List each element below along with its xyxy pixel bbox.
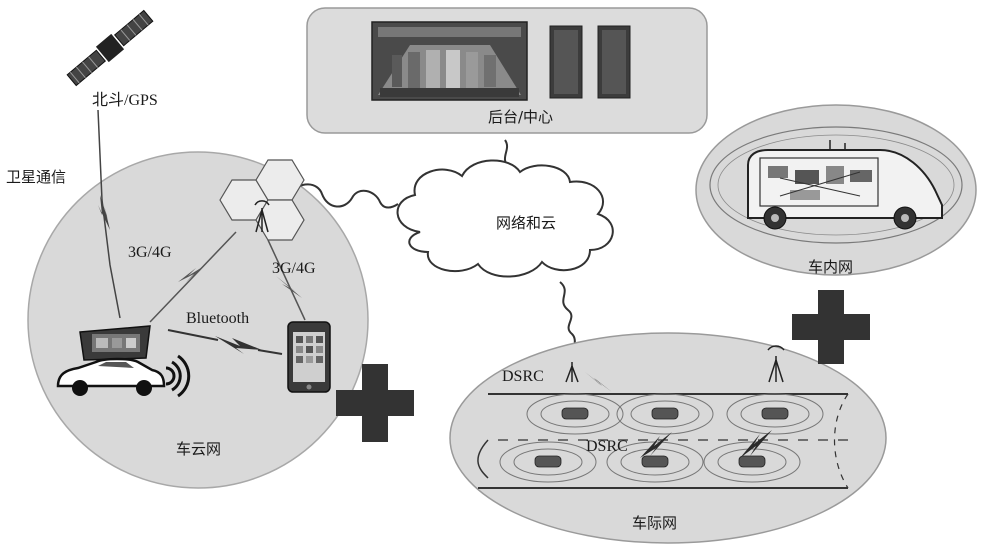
dsrc-tower-label: DSRC [502, 368, 544, 385]
plus-sign-right [792, 290, 870, 364]
dsrc-tower-right-icon [767, 345, 785, 383]
car-range-rings [499, 393, 824, 483]
beidou-gps-label: 北斗/GPS [92, 92, 158, 109]
plus-sign-left [336, 364, 414, 442]
bluetooth-label: Bluetooth [186, 310, 250, 327]
smartphone-icon [287, 321, 331, 393]
cellular-hex-cells [219, 159, 305, 241]
dsrc-v2v-label: DSRC [586, 438, 628, 455]
infotainment-screen-icon [79, 325, 151, 361]
in-vehicle-net-label: 车内网 [808, 258, 854, 276]
road-car-icons [534, 407, 789, 468]
datacenter-image [371, 21, 528, 101]
link-tower-car [149, 231, 237, 323]
satellite-icon [66, 9, 154, 87]
cloud-shape [396, 159, 614, 278]
satellite-link [97, 109, 121, 319]
v2v-signal-bolts [640, 430, 772, 458]
backend-center-label: 后台/中心 [488, 108, 554, 126]
bluetooth-link [167, 329, 283, 355]
cell-tower-icon [254, 200, 270, 233]
link-tower-phone [267, 239, 306, 321]
vehicle-cloud-net-label: 车云网 [176, 440, 222, 458]
in-vehicle-ellipse-inner [709, 126, 963, 244]
cellular-right-label: 3G/4G [272, 260, 316, 277]
server-rack-icon [549, 25, 631, 99]
car-icon [56, 357, 166, 396]
dsrc-tower-left-icon [565, 362, 579, 383]
network-cloud-label: 网络和云 [496, 214, 557, 232]
v2v-net-label: 车际网 [632, 514, 678, 532]
v2v-ellipse [449, 332, 887, 544]
cellular-left-label: 3G/4G [128, 244, 172, 261]
satellite-comm-label: 卫星通信 [6, 168, 67, 186]
wifi-signal-icon [165, 354, 191, 398]
van-cutaway-icon [747, 140, 943, 230]
link-tower-cloud [287, 183, 399, 209]
